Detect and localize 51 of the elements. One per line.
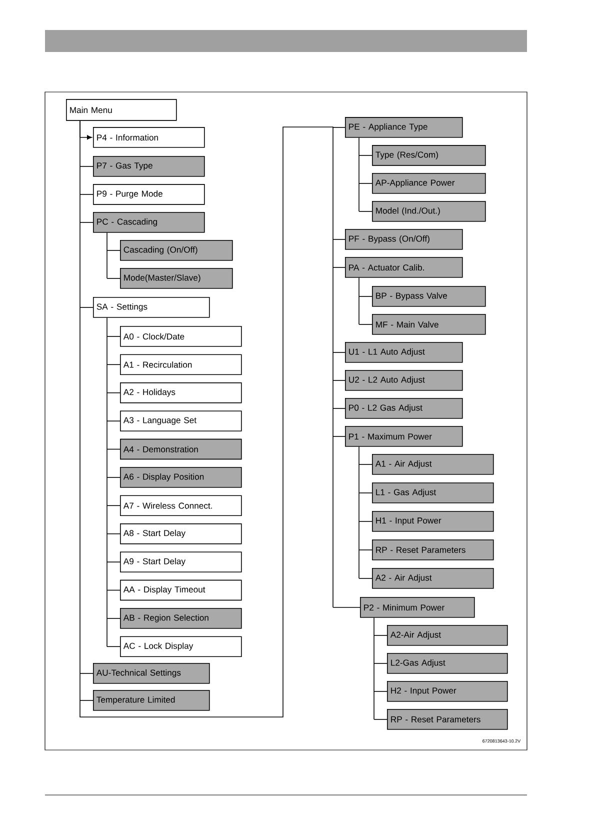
menu-box: P7 - Gas Type: [93, 156, 205, 177]
menu-box: U1 - L1 Auto Adjust: [345, 342, 463, 363]
menu-box: Mode(Master/Slave): [120, 268, 233, 289]
menu-box: A2 - Air Adjust: [372, 568, 494, 589]
menu-box: PA - Actuator Calib.: [345, 257, 463, 278]
menu-box: L1 - Gas Adjust: [372, 482, 494, 504]
menu-box: Model (Ind./Out.): [372, 201, 486, 222]
menu-box: H1 - Input Power: [372, 511, 494, 532]
menu-box: A2 - Holidays: [120, 382, 242, 404]
menu-box: A6 - Display Position: [120, 467, 242, 488]
menu-box: PC - Cascading: [93, 212, 205, 233]
menu-box: BP - Bypass Valve: [372, 286, 486, 307]
connector-line: [358, 446, 372, 579]
menu-box: H2 - Input Power: [387, 681, 508, 702]
menu-box: A9 - Start Delay: [120, 552, 242, 572]
menu-box: P2 - Minimum Power: [360, 597, 475, 618]
menu-box: PE - Appliance Type: [345, 117, 463, 138]
menu-box: A3 - Language Set: [120, 410, 242, 432]
connector-line: [374, 617, 388, 720]
menu-box: SA - Settings: [93, 297, 210, 318]
connector-line: [106, 232, 120, 279]
arrow: [80, 120, 92, 140]
menu-box: A7 - Wireless Connect.: [120, 495, 242, 516]
menu-box: MF - Main Valve: [372, 314, 486, 335]
menu-box: P4 - Information: [93, 127, 205, 148]
menu-box: P9 - Purge Mode: [93, 184, 205, 205]
menu-box: PF - Bypass (On/Off): [345, 229, 463, 250]
menu-box: AC - Lock Display: [120, 636, 242, 657]
menu-box: AU-Technical Settings: [93, 663, 210, 684]
menu-box: P0 - L2 Gas Adjust: [345, 398, 463, 419]
menu-box: AA - Display Timeout: [120, 580, 242, 601]
menu-box: RP - Reset Parameters: [387, 709, 508, 730]
menu-box: A0 - Clock/Date: [120, 326, 242, 347]
menu-box: Temperature Limited: [93, 690, 210, 711]
menu-box: A1 - Air Adjust: [372, 454, 494, 475]
connector-line: [106, 317, 120, 647]
connector-line: [358, 137, 372, 212]
menu-box: Type (Res/Com): [372, 145, 486, 166]
menu-box: A8 - Start Delay: [120, 523, 242, 544]
menu-box: A4 - Demonstration: [120, 438, 242, 460]
menu-box: U2 - L2 Auto Adjust: [345, 370, 463, 391]
menu-box: RP - Reset Parameters: [372, 540, 494, 560]
menu-box: AP-Appliance Power: [372, 173, 486, 194]
menu-box: L2-Gas Adjust: [387, 653, 508, 674]
connector-line: [358, 277, 372, 325]
menu-box: P1 - Maximum Power: [345, 426, 463, 447]
menu-box: A1 - Recirculation: [120, 354, 242, 375]
menu-box: Cascading (On/Off): [120, 240, 233, 261]
menu-box: Main Menu: [66, 99, 177, 121]
menu-box: A2-Air Adjust: [387, 625, 508, 646]
menu-box: AB - Region Selection: [120, 608, 242, 629]
